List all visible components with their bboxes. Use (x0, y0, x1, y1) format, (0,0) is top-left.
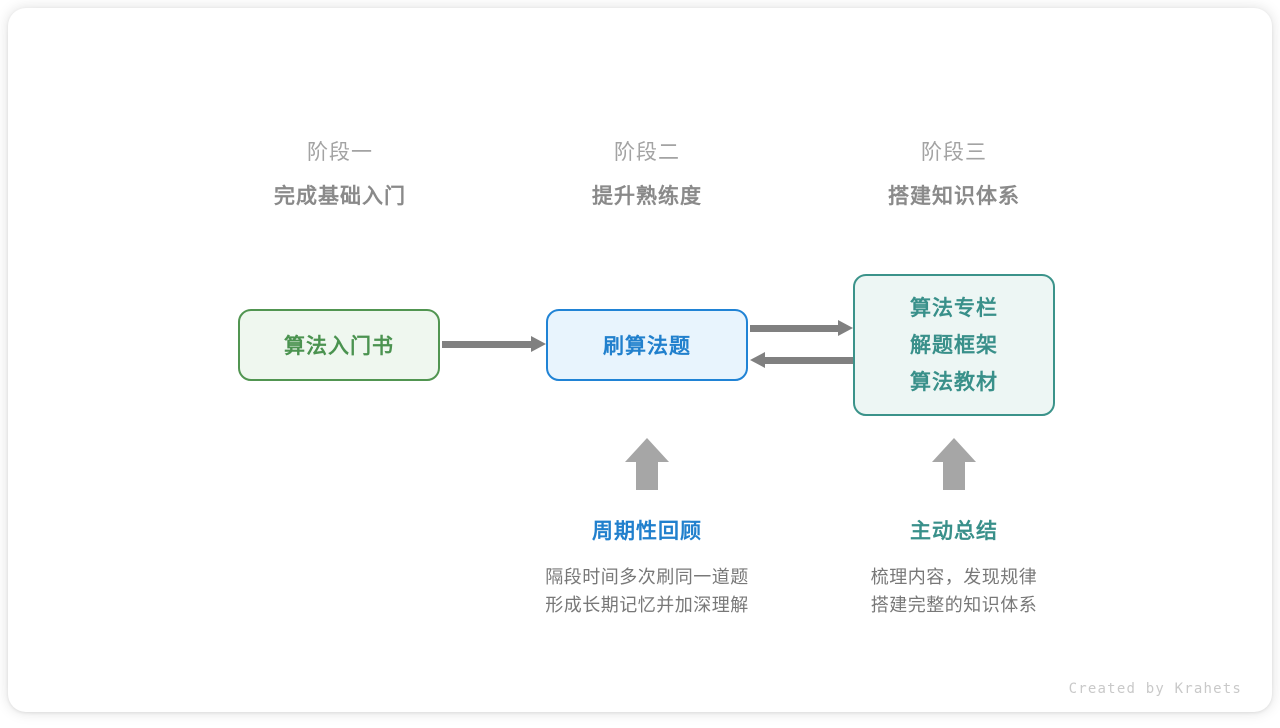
arrow-head (932, 438, 976, 462)
arrow-shaft (943, 461, 965, 490)
annotation-periodic-review: 周期性回顾 隔段时间多次刷同一道题 形成长期记忆并加深理解 (487, 517, 807, 619)
node-learning-resources: 算法专栏 解题框架 算法教材 (853, 274, 1055, 416)
stage-header-3: 阶段三 搭建知识体系 (824, 138, 1084, 214)
annotation-description-review: 隔段时间多次刷同一道题 形成长期记忆并加深理解 (487, 563, 807, 619)
node-label-book: 算法入门书 (284, 335, 394, 358)
node-label-resource-1: 算法专栏 (910, 296, 998, 320)
stage-title-2: 提升熟练度 (592, 185, 702, 208)
arrow-right-icon-book-to-practice (442, 336, 546, 352)
annotation-description-summary-line-2: 搭建完整的知识体系 (870, 595, 1038, 615)
stage-number-1: 阶段一 (307, 141, 373, 164)
annotation-description-review-line-1: 隔段时间多次刷同一道题 (545, 567, 749, 587)
stage-title-3: 搭建知识体系 (888, 185, 1020, 208)
arrow-head (838, 320, 853, 336)
arrow-shaft (442, 341, 533, 348)
annotation-active-summary: 主动总结 梳理内容，发现规律 搭建完整的知识体系 (794, 517, 1114, 619)
node-label-resource-3: 算法教材 (910, 370, 998, 394)
arrow-left-icon-resources-to-practice (750, 352, 853, 368)
stage-header-1: 阶段一 完成基础入门 (210, 138, 470, 214)
annotation-description-review-line-2: 形成长期记忆并加深理解 (545, 595, 749, 615)
stage-number-2: 阶段二 (614, 141, 680, 164)
stage-title-1: 完成基础入门 (274, 185, 406, 208)
arrow-up-icon-review (625, 438, 669, 490)
arrow-shaft (636, 461, 658, 490)
diagram-card: 阶段一 完成基础入门 阶段二 提升熟练度 阶段三 搭建知识体系 算法入门书 刷算… (8, 8, 1272, 712)
arrow-shaft (750, 325, 840, 332)
node-label-practice: 刷算法题 (603, 335, 691, 358)
node-label-resource-2: 解题框架 (910, 333, 998, 357)
diagram-canvas: 阶段一 完成基础入门 阶段二 提升熟练度 阶段三 搭建知识体系 算法入门书 刷算… (8, 8, 1280, 728)
annotation-title-summary: 主动总结 (910, 520, 998, 543)
node-practice-problems: 刷算法题 (546, 309, 748, 381)
arrow-head (531, 336, 546, 352)
stage-number-3: 阶段三 (921, 141, 987, 164)
arrow-right-icon-practice-to-resources (750, 320, 853, 336)
credit-text: Created by Krahets (1068, 681, 1242, 697)
arrow-up-icon-summary (932, 438, 976, 490)
stage-header-2: 阶段二 提升熟练度 (517, 138, 777, 214)
arrow-head (625, 438, 669, 462)
annotation-title-review: 周期性回顾 (592, 520, 702, 543)
arrow-shaft (763, 357, 853, 364)
annotation-description-summary-line-1: 梳理内容，发现规律 (870, 567, 1038, 587)
annotation-description-summary: 梳理内容，发现规律 搭建完整的知识体系 (794, 563, 1114, 619)
arrow-head (750, 352, 765, 368)
node-algorithm-intro-book: 算法入门书 (238, 309, 440, 381)
